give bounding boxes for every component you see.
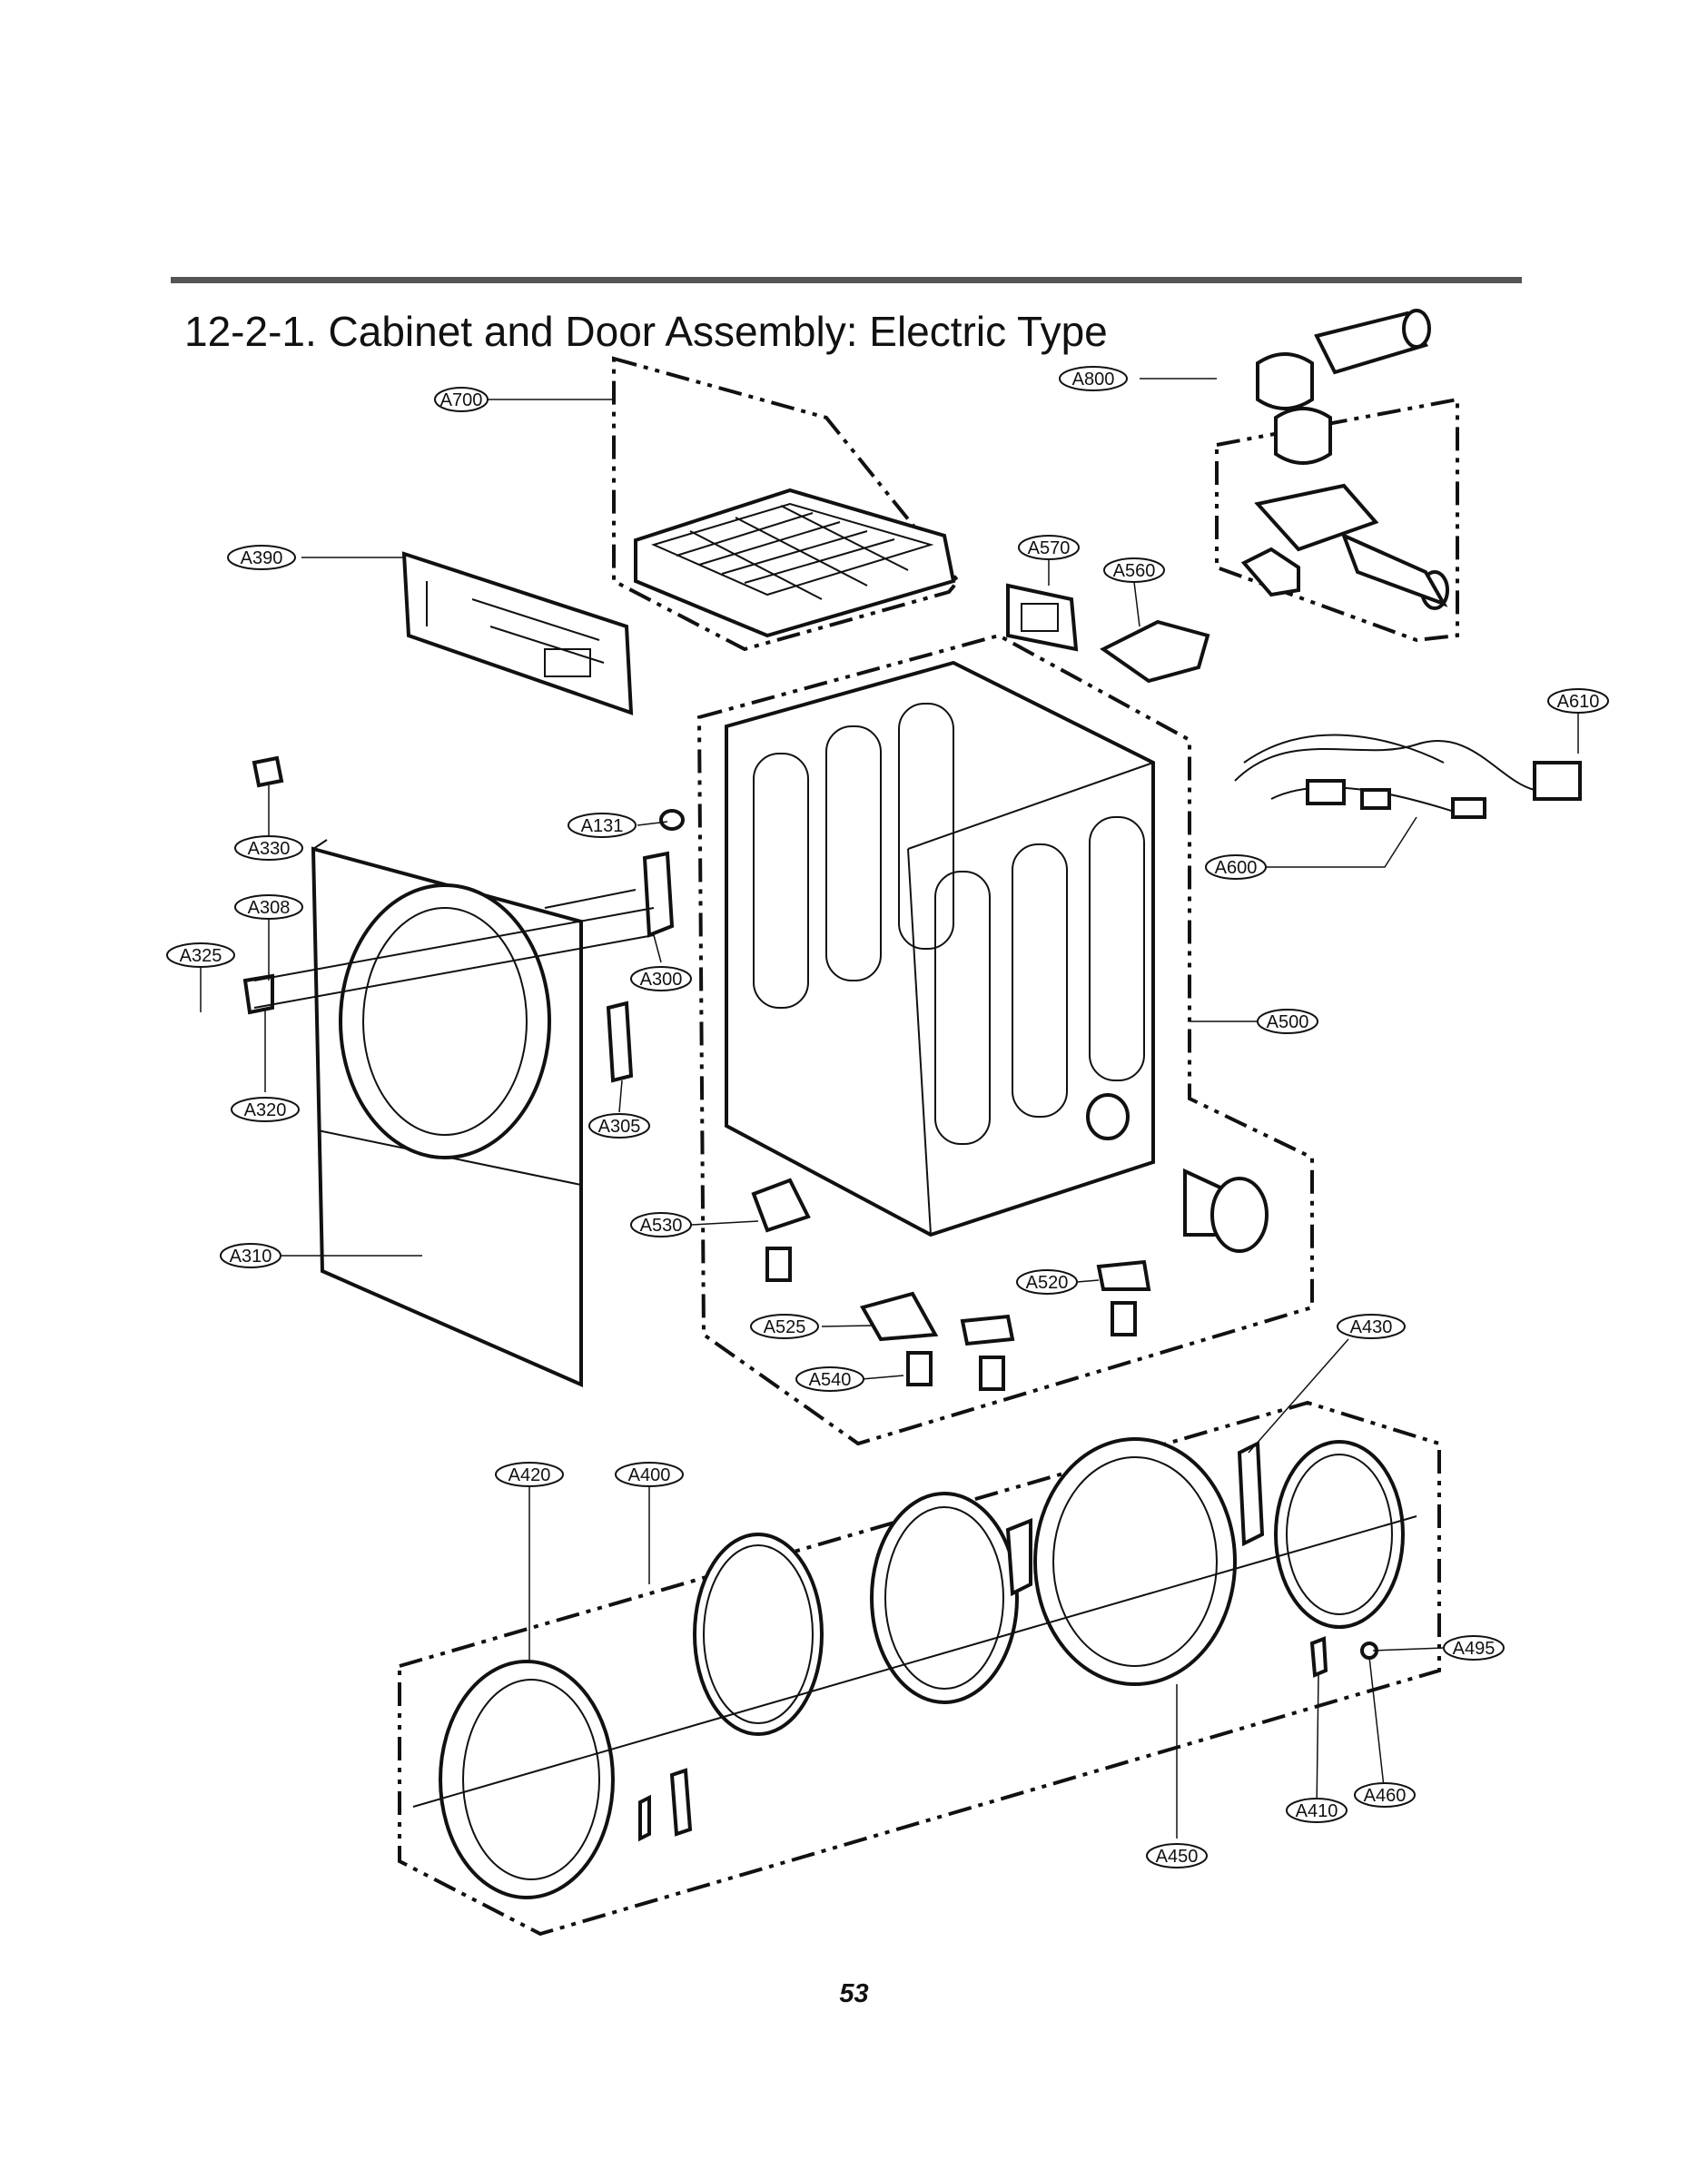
svg-text:A320: A320 [244,1100,287,1120]
svg-text:A430: A430 [1350,1317,1393,1337]
bracket-a570-part [1006,583,1079,652]
callout-a540: A540 [795,1366,864,1392]
svg-text:A390: A390 [241,548,283,568]
top-plate-part [634,488,956,638]
callout-a310: A310 [220,1243,281,1268]
callout-a305: A305 [588,1113,650,1139]
svg-text:A308: A308 [248,898,291,918]
callout-a570: A570 [1018,535,1080,560]
cabinet-part [725,660,1155,1237]
svg-text:A560: A560 [1113,561,1156,581]
svg-text:A610: A610 [1557,692,1600,712]
callout-a325: A325 [166,942,235,968]
callout-leaders [200,378,1579,1839]
callout-a600: A600 [1205,854,1267,880]
callout-a610: A610 [1547,688,1609,714]
svg-text:A800: A800 [1072,370,1115,389]
svg-text:A400: A400 [628,1465,671,1485]
group-boundary-door [398,1400,1441,1937]
svg-text:A410: A410 [1296,1801,1338,1821]
door-frame-part [1033,1437,1237,1686]
title-rule [171,277,1522,283]
callout-a410: A410 [1286,1798,1348,1823]
front-panel-part [311,839,583,1388]
cabinet-feet-parts [751,1178,1151,1391]
svg-text:A460: A460 [1364,1786,1407,1806]
door-inner-glass-part [870,1492,1019,1704]
control-bracket-part [401,551,634,715]
callout-a560: A560 [1103,557,1165,583]
callout-a320: A320 [231,1097,300,1122]
svg-text:A330: A330 [248,839,291,859]
callout-a525: A525 [750,1314,819,1339]
callout-a131: A131 [568,813,637,838]
svg-text:A520: A520 [1026,1273,1069,1293]
wire-harness-part [1234,734,1582,819]
svg-text:A530: A530 [640,1216,683,1236]
callout-a500: A500 [1257,1009,1318,1034]
exhaust-duct-parts [1240,309,1449,610]
callout-a450: A450 [1146,1843,1208,1868]
svg-text:A450: A450 [1156,1847,1199,1867]
callout-a430: A430 [1337,1314,1406,1339]
callout-a520: A520 [1016,1269,1078,1295]
callout-a300: A300 [630,966,692,991]
callout-a800: A800 [1059,366,1128,391]
callout-a420: A420 [495,1462,564,1487]
callout-a308: A308 [234,894,303,920]
group-boundary-duct [1215,397,1459,643]
svg-text:A420: A420 [508,1465,551,1485]
callout-a390: A390 [227,545,296,570]
page-title: 12-2-1. Cabinet and Door Assembly: Elect… [184,308,1108,355]
svg-text:A540: A540 [809,1370,852,1390]
door-hinge-parts [638,1440,1378,1842]
group-boundary-cabinet [696,633,1314,1446]
svg-text:A495: A495 [1453,1639,1496,1659]
door-outer-ring-part [439,1660,615,1899]
callout-a495: A495 [1443,1635,1505,1661]
svg-text:A500: A500 [1267,1012,1309,1032]
svg-text:A305: A305 [598,1117,641,1137]
exhaust-outlet-part [1183,1168,1269,1253]
svg-text:A570: A570 [1028,538,1071,558]
callout-a460: A460 [1354,1782,1416,1808]
svg-text:A325: A325 [180,946,222,966]
door-switch-parts [242,755,685,1083]
svg-text:A525: A525 [764,1317,806,1337]
panel-rails [253,889,655,1009]
callout-a700: A700 [434,387,489,412]
door-rear-ring-part [1274,1440,1405,1629]
callout-a530: A530 [630,1212,692,1237]
svg-text:A700: A700 [440,390,483,410]
page-number: 53 [839,1979,869,2008]
door-axis-line [412,1515,1417,1808]
svg-text:A131: A131 [581,816,624,836]
svg-text:A300: A300 [640,970,683,990]
group-boundary-top-plate [612,356,961,652]
callout-a330: A330 [234,835,303,861]
callout-a400: A400 [615,1462,684,1487]
svg-text:A600: A600 [1215,858,1258,878]
svg-text:A310: A310 [230,1247,272,1267]
bracket-a560-part [1100,619,1210,684]
door-glass-part [693,1533,824,1736]
